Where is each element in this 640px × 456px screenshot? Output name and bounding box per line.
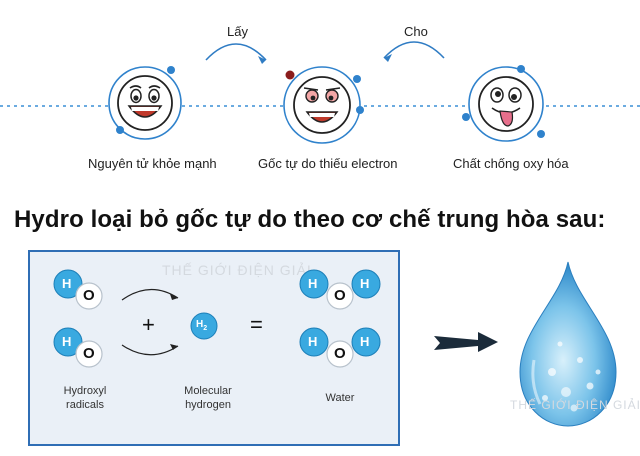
- electron-dot: [462, 113, 470, 121]
- electron-dot: [356, 106, 364, 114]
- caption-hydrogen: Molecular hydrogen: [168, 384, 248, 412]
- atom-o-label: O: [83, 345, 95, 362]
- atom-o-label: O: [83, 287, 95, 304]
- hydrogen-molecule: [190, 312, 218, 340]
- atom-o-label: O: [334, 287, 346, 304]
- antioxidant-face: [462, 65, 545, 142]
- arrow-label-give: Cho: [404, 24, 428, 39]
- electron-dot: [517, 65, 525, 73]
- atom-h-label: H: [308, 276, 318, 291]
- result-arrow-icon: [434, 332, 498, 352]
- arrow-label-take: Lấy: [227, 24, 248, 39]
- face-label-radical: Gốc tự do thiếu electron: [258, 156, 398, 171]
- electron-dot: [353, 75, 361, 83]
- electron-dot: [537, 130, 545, 138]
- face-label-healthy: Nguyên tử khỏe mạnh: [88, 156, 217, 171]
- missing-electron-dot: [285, 70, 295, 80]
- healthy-atom-face: [108, 66, 182, 140]
- watermark-text: THẾ GIỚI ĐIỆN GIẢI: [510, 398, 640, 412]
- h2-symbol: H: [196, 319, 204, 330]
- water-molecule: [299, 269, 381, 310]
- watermark-text: THẾ GIỚI ĐIỆN GIẢI: [162, 262, 312, 278]
- equals-sign: =: [250, 312, 263, 337]
- reaction-arrow: [121, 344, 179, 356]
- reaction-arrow: [121, 288, 179, 301]
- water-drop-icon: [519, 261, 617, 427]
- atom-h-label: H: [62, 276, 72, 291]
- h2-subscript: 2: [203, 325, 208, 332]
- atom-o-label: O: [334, 345, 346, 362]
- take-arrow-icon: [205, 43, 267, 64]
- atom-h-label: H: [360, 276, 370, 291]
- section-heading: Hydro loại bỏ gốc tự do theo cơ chế trun…: [14, 206, 606, 233]
- caption-line: hydrogen: [185, 399, 231, 411]
- plus-sign: +: [142, 312, 155, 337]
- face-label-antioxidant: Chất chống oxy hóa: [453, 156, 569, 171]
- hydroxyl-molecule: [53, 269, 103, 310]
- h2-label: H2: [196, 319, 207, 332]
- caption-line: Hydroxyl: [63, 385, 107, 397]
- atom-h-label: H: [62, 334, 72, 349]
- atom-h-label: H: [360, 334, 370, 349]
- caption-line: radicals: [66, 399, 104, 411]
- electron-dot: [167, 66, 175, 74]
- caption-hydroxyl: Hydroxyl radicals: [50, 384, 120, 412]
- free-radical-face: [283, 66, 364, 144]
- caption-line: Molecular: [184, 385, 232, 397]
- caption-water: Water: [325, 392, 355, 404]
- hydroxyl-molecule: [53, 327, 103, 368]
- give-arrow-icon: [383, 41, 445, 62]
- dashed-axis-line: [0, 41, 640, 144]
- atom-h-label: H: [308, 334, 318, 349]
- water-molecule: [299, 327, 381, 368]
- electron-dot: [116, 126, 124, 134]
